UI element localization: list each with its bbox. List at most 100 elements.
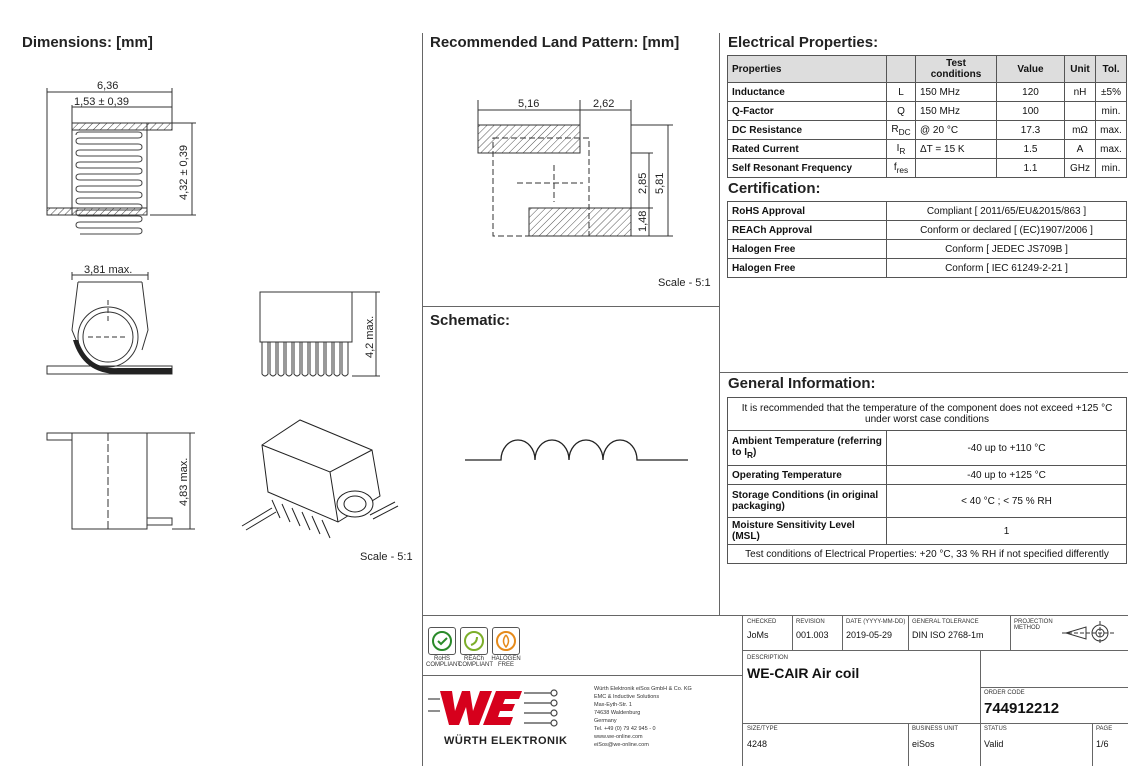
address-line: EMC & Inductive Solutions [594, 694, 660, 700]
table-row: Q-Factor Q 150 MHz 100 min. [727, 101, 1127, 121]
cert-label: Halogen Free [727, 258, 887, 278]
unit-cell: mΩ [1064, 120, 1096, 140]
th-properties: Properties [727, 55, 887, 83]
tb-divider [742, 723, 1128, 724]
label-text: Ambient Temperature (referring to I [732, 436, 882, 458]
tb-divider [1010, 615, 1011, 650]
status-value: Valid [984, 739, 1004, 749]
cond-cell: ΔT = 15 K [915, 139, 997, 159]
table-row: Halogen Free Conform [ JEDEC JS709B ] [727, 239, 1127, 259]
order-code-label: ORDER CODE [984, 690, 1025, 696]
size-label: SIZE/TYPE [747, 726, 778, 732]
general-value: -40 up to +110 °C [886, 430, 1127, 466]
unit-cell: A [1064, 139, 1096, 159]
divider-land-schematic [422, 306, 719, 307]
value-cell: 17.3 [996, 120, 1065, 140]
prop-cell: DC Resistance [727, 120, 887, 140]
dim-636: 6,36 [97, 80, 118, 92]
title-block: RoHS COMPLIANT REACh COMPLIANT HALOGEN F… [422, 615, 1128, 766]
sym-main: R [891, 123, 899, 135]
table-row: Rated Current IR ΔT = 15 K 1.5 A max. [727, 139, 1127, 159]
prop-cell: Self Resonant Frequency [727, 158, 887, 178]
checked-label: CHECKED [747, 619, 777, 625]
cert-value: Conform [ JEDEC JS709B ] [886, 239, 1127, 259]
land-dim-581: 5,81 [654, 173, 666, 194]
tol-cell: max. [1095, 120, 1127, 140]
sym-cell: RDC [886, 120, 916, 140]
projection-label: PROJECTION METHOD [1014, 619, 1053, 631]
tb-divider [980, 650, 981, 766]
order-code-value: 744912212 [984, 700, 1060, 717]
th-symbol [886, 55, 916, 83]
land-dim-262: 2,62 [593, 98, 614, 110]
sym-cell: Q [886, 101, 916, 121]
dim-42: 4,2 max. [364, 316, 376, 358]
sym-cell: fres [886, 158, 916, 178]
general-value: 1 [886, 517, 1127, 545]
date-value: 2019-05-29 [846, 630, 893, 640]
address-line: www.we-online.com [594, 734, 643, 740]
address-line: eiSos@we-online.com [594, 742, 649, 748]
table-row: Operating Temperature -40 up to +125 °C [727, 465, 1127, 485]
lead-wire [73, 340, 172, 374]
cond-cell: 150 MHz [915, 101, 997, 121]
we-logo [428, 689, 558, 727]
prop-cell: Rated Current [727, 139, 887, 159]
tol-cell: max. [1095, 139, 1127, 159]
general-label: Ambient Temperature (referring to IR) [727, 430, 887, 466]
cert-value: Conform or declared [ (EC)1907/2006 ] [886, 220, 1127, 240]
page-label: PAGE [1096, 726, 1113, 732]
divider-general [719, 372, 1128, 373]
tb-divider [792, 615, 793, 650]
table-row: DC Resistance RDC @ 20 °C 17.3 mΩ max. [727, 120, 1127, 140]
cert-label: RoHS Approval [727, 201, 887, 221]
divider-titleblock [422, 615, 1128, 616]
tol-cell: min. [1095, 101, 1127, 121]
tb-divider [842, 615, 843, 650]
land-dim-148: 1,48 [637, 211, 649, 232]
rohs-icon [428, 627, 456, 655]
unit-cell [1064, 101, 1096, 121]
label-sub: R [747, 450, 754, 460]
electrical-table: Properties Test conditions Value Unit To… [727, 55, 1127, 178]
general-label: Operating Temperature [727, 465, 887, 485]
projection-icon [1062, 621, 1116, 645]
table-row: Self Resonant Frequency fres 1.1 GHz min… [727, 158, 1127, 178]
table-row: Inductance L 150 MHz 120 nH ±5% [727, 82, 1127, 102]
th-unit: Unit [1064, 55, 1096, 83]
general-table: It is recommended that the temperature o… [727, 397, 1127, 564]
inductor-symbol [465, 439, 688, 461]
bu-label: BUSINESS UNIT [912, 726, 959, 732]
iso-view [241, 419, 399, 539]
land-pattern-drawing: 5,16 2,62 2,85 5,81 1,48 [477, 98, 673, 237]
tolerance-label: GENERAL TOLERANCE [912, 619, 979, 625]
table-row: Storage Conditions (in original packagin… [727, 484, 1127, 518]
company-name: WÜRTH ELEKTRONIK [444, 735, 568, 747]
th-value: Value [996, 55, 1065, 83]
bu-value: eiSos [912, 739, 935, 749]
halogen-free-icon [492, 627, 520, 655]
certification-title: Certification: [728, 180, 821, 197]
table-row: Halogen Free Conform [ IEC 61249-2-21 ] [727, 258, 1127, 278]
dimensions-drawing: 6,36 1,53 ± 0,39 4,32 ± 0,39 3,81 max. 4… [46, 80, 399, 539]
certification-table: RoHS Approval Compliant [ 2011/65/EU&201… [727, 201, 1127, 278]
sym-sub: R [899, 145, 906, 156]
reach-label: REACh COMPLIANT [458, 656, 494, 668]
side-view [46, 272, 173, 375]
general-note: It is recommended that the temperature o… [727, 397, 1127, 431]
table-row: Ambient Temperature (referring to IR) -4… [727, 430, 1127, 466]
address-block: Würth Elektronik eiSos GmbH & Co. KG EMC… [594, 685, 692, 749]
revision-value: 001.003 [796, 630, 829, 640]
cond-cell: 150 MHz [915, 82, 997, 102]
general-footer: Test conditions of Electrical Properties… [727, 544, 1127, 564]
revision-label: REVISION [796, 619, 825, 625]
tb-divider [908, 615, 909, 650]
halogen-label: HALOGEN FREE [491, 656, 521, 668]
th-conditions: Test conditions [915, 55, 997, 83]
tb-divider [1092, 723, 1093, 766]
unit-cell: GHz [1064, 158, 1096, 178]
th-tol: Tol. [1095, 55, 1127, 83]
schematic-title: Schematic: [430, 312, 511, 329]
prop-cell: Q-Factor [727, 101, 887, 121]
address-line: Würth Elektronik eiSos GmbH & Co. KG [594, 686, 692, 692]
